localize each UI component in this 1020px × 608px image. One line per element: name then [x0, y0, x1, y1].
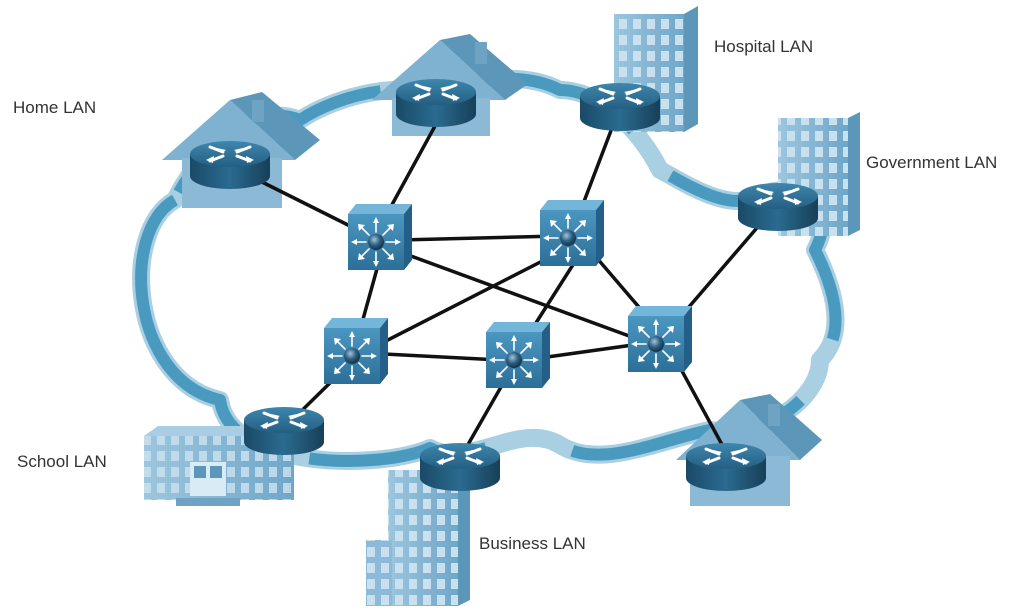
- government-lan-label: Government LAN: [866, 153, 998, 172]
- link: [674, 220, 764, 324]
- building-icon: [366, 462, 470, 606]
- router-icon[interactable]: [394, 77, 478, 129]
- router-icon[interactable]: [578, 81, 662, 133]
- multilayer-switch-icon[interactable]: [539, 199, 605, 267]
- router-icon[interactable]: [418, 441, 502, 493]
- multilayer-switch-icon[interactable]: [347, 203, 413, 271]
- links: [260, 124, 764, 457]
- router-icon[interactable]: [736, 181, 820, 233]
- link: [382, 352, 502, 362]
- router-icon[interactable]: [242, 405, 326, 457]
- link: [674, 358, 728, 454]
- link: [260, 180, 360, 232]
- business-lan-label: Business LAN: [479, 534, 586, 553]
- link: [398, 250, 642, 342]
- link: [378, 250, 562, 346]
- link: [386, 124, 437, 214]
- link: [538, 342, 642, 360]
- home-lan-label: Home LAN: [13, 98, 97, 117]
- hospital-lan-label: Hospital LAN: [714, 37, 814, 56]
- router-icon[interactable]: [684, 441, 768, 493]
- multilayer-switch-icon[interactable]: [485, 321, 551, 389]
- link: [578, 126, 614, 214]
- multilayer-switch-icon[interactable]: [323, 317, 389, 385]
- link: [398, 234, 562, 242]
- link: [460, 378, 507, 457]
- multilayer-switch-icon[interactable]: [627, 305, 693, 373]
- router-icon[interactable]: [188, 139, 272, 191]
- school-lan-label: School LAN: [17, 452, 107, 471]
